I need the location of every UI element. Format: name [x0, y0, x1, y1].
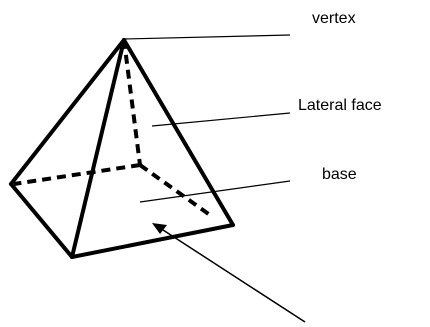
hidden-edge-back-to-left — [13, 163, 141, 186]
hidden-edge-back-to-right — [138, 163, 212, 217]
vertex-leader-line — [123, 34, 291, 40]
base-arrowhead — [152, 223, 167, 234]
lateral-face-label: Lateral face — [298, 97, 382, 114]
hidden-edges — [13, 39, 212, 217]
edge-apex-to-right — [122, 38, 235, 227]
edge-front-to-right — [70, 223, 235, 259]
hidden-edge-apex-to-back-corner — [122, 39, 142, 166]
lateral-face-leader-line — [151, 112, 291, 127]
visible-edges — [9, 38, 235, 259]
base-arrow-shaft — [159, 227, 306, 323]
base-label: base — [322, 166, 357, 183]
vertex-label: vertex — [312, 10, 356, 27]
base-arrow — [152, 223, 306, 323]
edge-left-to-front — [9, 182, 74, 259]
base-leader-line — [139, 180, 291, 203]
edge-apex-to-front — [70, 38, 126, 259]
edge-apex-to-left — [9, 38, 126, 186]
